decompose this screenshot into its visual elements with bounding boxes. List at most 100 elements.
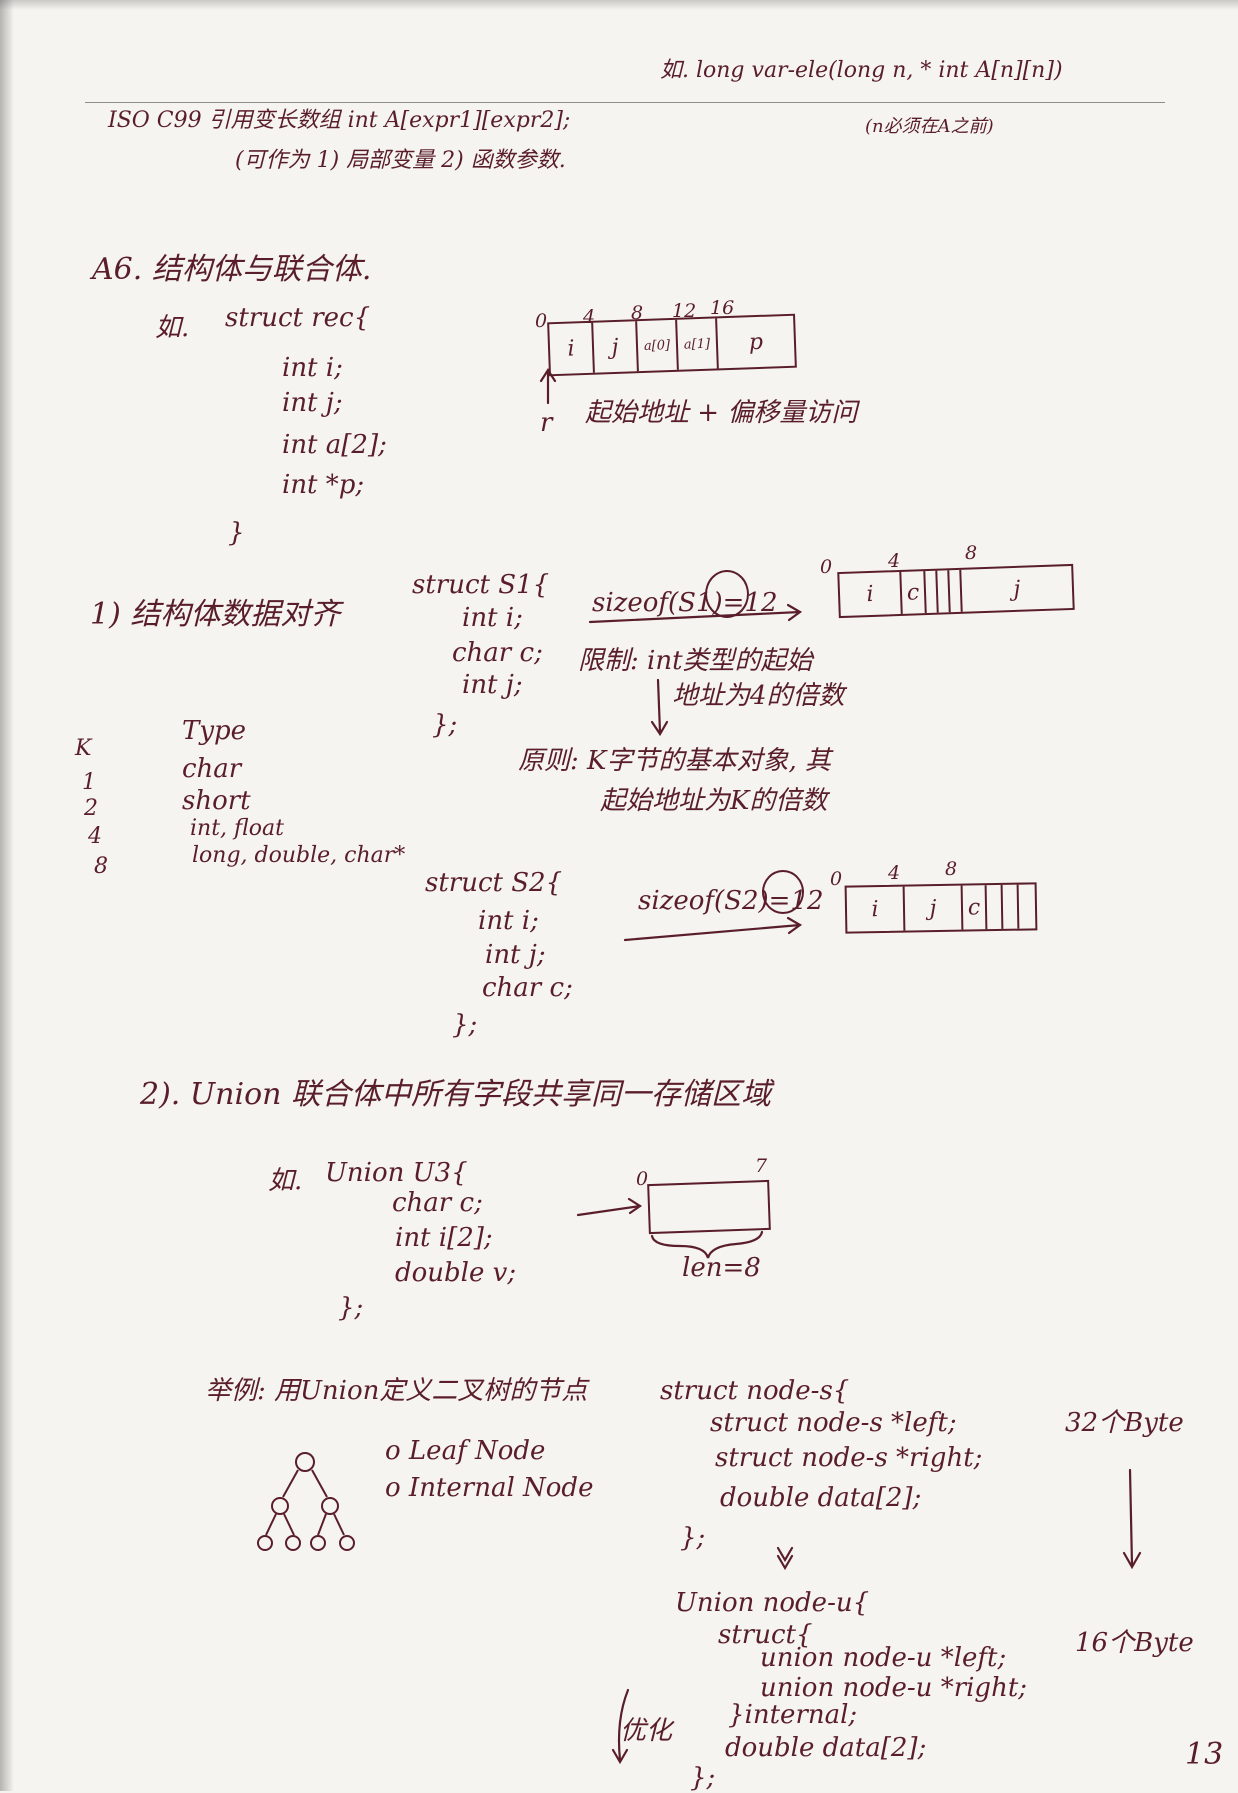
table-k-3: 8	[94, 854, 108, 879]
header-line-2: (可作为 1) 局部变量 2) 函数参数.	[235, 148, 566, 173]
s2-close: };	[452, 1010, 478, 1040]
union-field-1: int i[2];	[395, 1223, 493, 1253]
principle-note-2: 起始地址为K的倍数	[600, 786, 828, 816]
s2-sizeof-arrowhead	[786, 916, 803, 935]
s1-field-2: int j;	[462, 670, 523, 700]
node-u-decl: Union node-u{	[675, 1588, 870, 1618]
tree-leaf-node	[285, 1535, 301, 1551]
s1-decl: struct S1{	[412, 570, 550, 600]
limit-note: 限制: int类型的起始	[578, 646, 813, 676]
binary-tree-icon	[257, 1452, 355, 1551]
tree-edge	[265, 1513, 277, 1536]
node-s-decl: struct node-s{	[660, 1376, 850, 1406]
union-offset-7: 7	[755, 1155, 768, 1177]
rec-note: 起始地址 + 偏移量访问	[585, 398, 858, 428]
node-s-field-2: double data[2];	[720, 1483, 922, 1513]
rec-offset-0: 0	[535, 310, 548, 332]
s2-field-1: int j;	[485, 940, 546, 970]
optimize-arrowhead	[611, 1748, 629, 1765]
optimize-note: 优化	[620, 1716, 673, 1746]
s1-field-0: int i;	[462, 603, 523, 633]
table-header-type: Type	[182, 716, 247, 746]
header-line-1: ISO C99 引用变长数组 int A[expr1][expr2];	[108, 108, 571, 133]
node-u-inner-field-0: union node-u *left;	[760, 1643, 1007, 1673]
header-line-2b: (n必须在A之前)	[865, 116, 994, 137]
s2-offset-0: 0	[830, 868, 843, 890]
s2-field-0: int i;	[478, 906, 539, 936]
example-option-internal: o Internal Node	[385, 1473, 594, 1503]
tree-edge	[283, 1513, 295, 1536]
rec-pointer-label: r	[540, 408, 553, 438]
union-field-0: char c;	[392, 1188, 483, 1218]
optimize-bracket	[617, 1688, 630, 1762]
table-type-2: int, float	[190, 816, 284, 841]
rec-field-1: int j;	[282, 388, 343, 418]
rec-close: }	[228, 518, 245, 548]
header-line-1b: 如. long var-ele(long n, * int A[n][n])	[660, 58, 1063, 83]
tree-leaf-node	[257, 1535, 273, 1551]
convert-arrow-1	[776, 1546, 794, 1563]
tree-edge	[311, 1469, 328, 1498]
s1-sizeof-arrowhead	[786, 603, 803, 622]
union-len-brace	[650, 1230, 764, 1259]
example-title: 举例: 用Union定义二叉树的节点	[205, 1376, 588, 1406]
principle-note: 原则: K字节的基本对象, 其	[518, 746, 831, 776]
node-s-field-1: struct node-s *right;	[715, 1443, 983, 1473]
union-field-2: double v;	[395, 1258, 517, 1288]
table-header-k: K	[75, 736, 92, 761]
s2-sizeof-arrow	[623, 923, 802, 942]
s2-field-2: char c;	[482, 973, 573, 1003]
node-s-close: };	[680, 1523, 706, 1553]
s1-sizeof-arrow	[588, 610, 802, 624]
table-type-3: long, double, char*	[192, 843, 406, 868]
union-len: len=8	[682, 1253, 761, 1283]
s1-offset-4: 4	[888, 550, 901, 572]
convert-arrow-2	[776, 1554, 794, 1571]
s2-decl: struct S2{	[425, 868, 563, 898]
s1-size-circle	[705, 570, 749, 618]
rec-decl: struct rec{	[225, 303, 371, 333]
s1-offset-8: 8	[965, 542, 978, 564]
tree-internal-node	[321, 1497, 339, 1515]
node-u-close: };	[690, 1763, 716, 1793]
limit-down-arrow	[656, 678, 662, 734]
table-k-0: 1	[82, 770, 96, 795]
node-s-field-0: struct node-s *left;	[710, 1408, 957, 1438]
rec-field-0: int i;	[282, 353, 343, 383]
union-close: };	[338, 1293, 364, 1323]
union-decl: Union U3{	[325, 1158, 468, 1188]
s2-offset-8: 8	[945, 858, 958, 880]
size-before: 32个Byte	[1065, 1408, 1184, 1438]
union-title: 2). Union 联合体中所有字段共享同一存储区域	[140, 1077, 771, 1112]
rec-offset-8: 8	[631, 302, 644, 324]
rec-field-2: int a[2];	[282, 430, 387, 460]
rec-offset-4: 4	[583, 306, 596, 328]
s1-offset-0: 0	[820, 556, 833, 578]
node-u-inner-decl: struct{	[718, 1620, 813, 1650]
tree-root-node	[295, 1452, 315, 1472]
s2-size-circle	[762, 870, 804, 914]
page-number: 13	[1185, 1737, 1224, 1772]
size-down-arrow	[1128, 1468, 1134, 1567]
size-down-arrowhead	[1122, 1551, 1142, 1570]
limit-note-2: 地址为4的倍数	[672, 681, 845, 711]
rec-field-3: int *p;	[282, 470, 365, 500]
table-type-1: short	[182, 786, 251, 816]
ruled-line	[85, 102, 1165, 103]
table-k-1: 2	[84, 796, 98, 821]
tree-internal-node	[271, 1497, 289, 1515]
union-offset-0: 0	[636, 1168, 649, 1190]
node-u-last-field: double data[2];	[725, 1733, 927, 1763]
limit-down-arrowhead	[650, 720, 669, 737]
tree-edge	[317, 1513, 327, 1536]
tree-leaf-node	[310, 1535, 326, 1551]
s1-close: };	[432, 710, 458, 740]
s1-field-1: char c;	[452, 638, 543, 668]
example-option-leaf: o Leaf Node	[385, 1436, 546, 1466]
align-title: 1) 结构体数据对齐	[90, 597, 341, 632]
node-u-inner-close: }internal;	[728, 1700, 858, 1730]
tree-edge	[333, 1513, 345, 1536]
rec-offset-16: 16	[710, 297, 735, 319]
